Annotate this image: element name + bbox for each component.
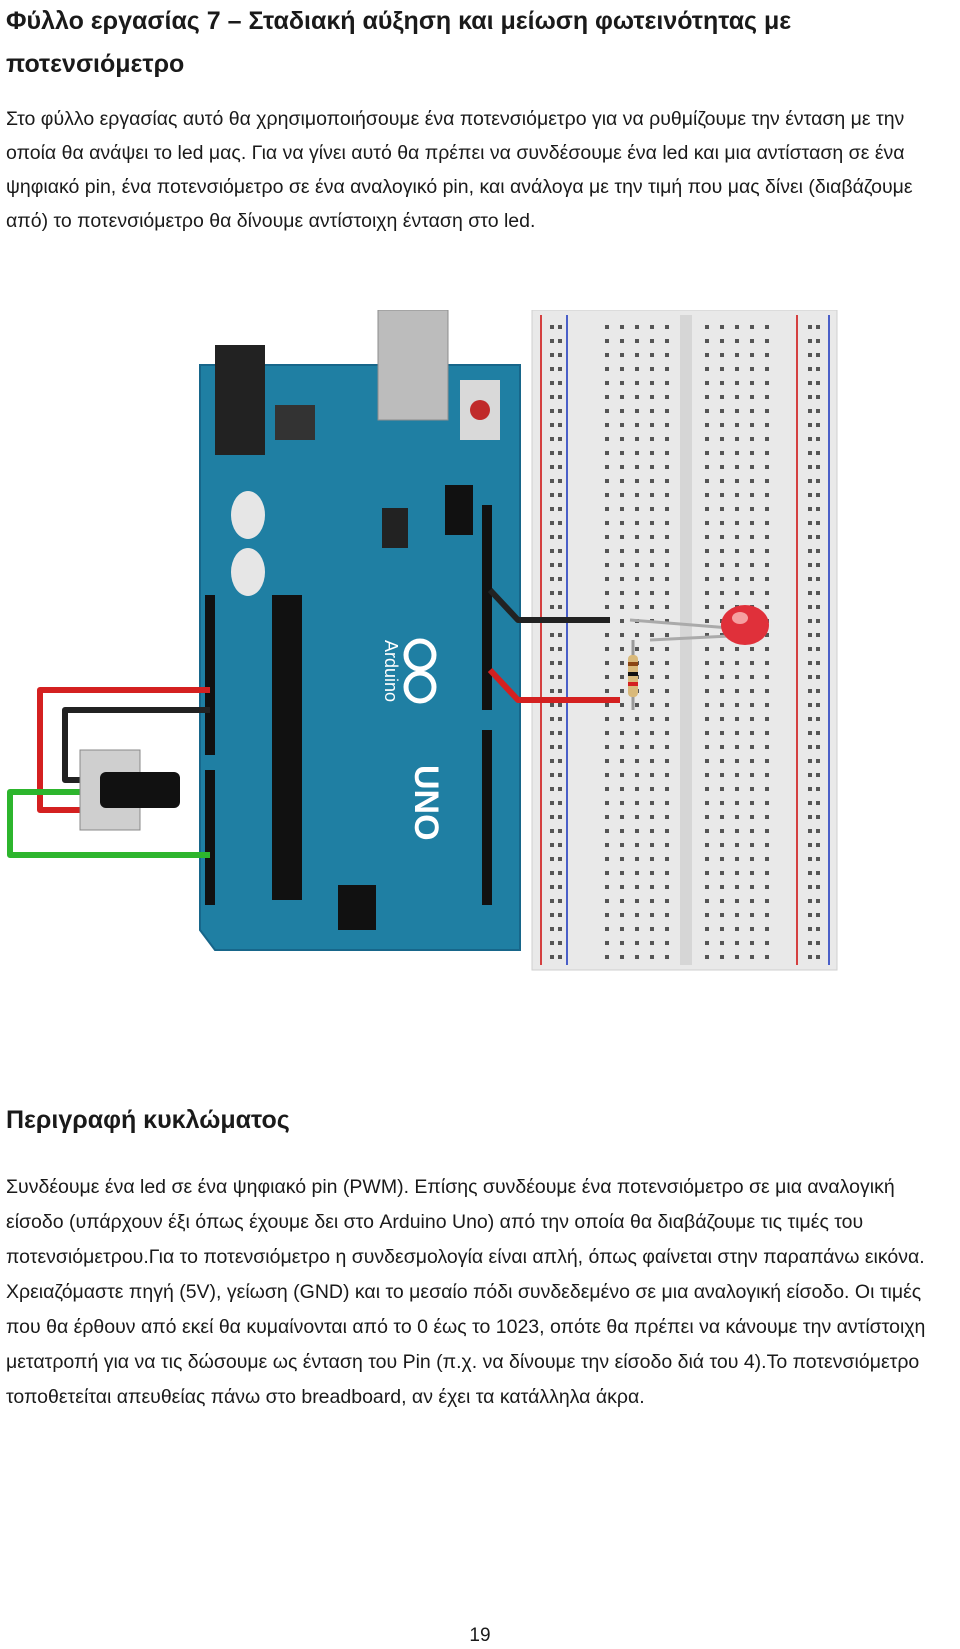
reset-button-icon: [470, 400, 490, 420]
board-brand-label: Arduino: [381, 640, 401, 702]
resistor-icon: [628, 640, 638, 710]
page-number: 19: [469, 1625, 491, 1646]
arduino-logo-icon: [403, 638, 437, 704]
circuit-diagram: UNO Arduino: [7, 310, 838, 971]
led-icon: [629, 605, 769, 645]
section-heading: Περιγραφή κυκλώματος: [6, 1106, 290, 1134]
intro-paragraph: Στο φύλλο εργασίας αυτό θα χρησιμοποιήσο…: [6, 108, 913, 232]
description-paragraph: Συνδέουμε ένα led σε ένα ψηφιακό pin (PW…: [6, 1176, 926, 1408]
arduino-uno-board: UNO Arduino: [199, 310, 521, 951]
wires: [7, 587, 620, 858]
potentiometer-icon: [79, 749, 180, 831]
breadboard: [531, 310, 838, 971]
board-model-label: UNO: [407, 765, 445, 841]
worksheet-title: Φύλλο εργασίας 7 – Σταδιακή αύξηση και μ…: [6, 7, 792, 78]
